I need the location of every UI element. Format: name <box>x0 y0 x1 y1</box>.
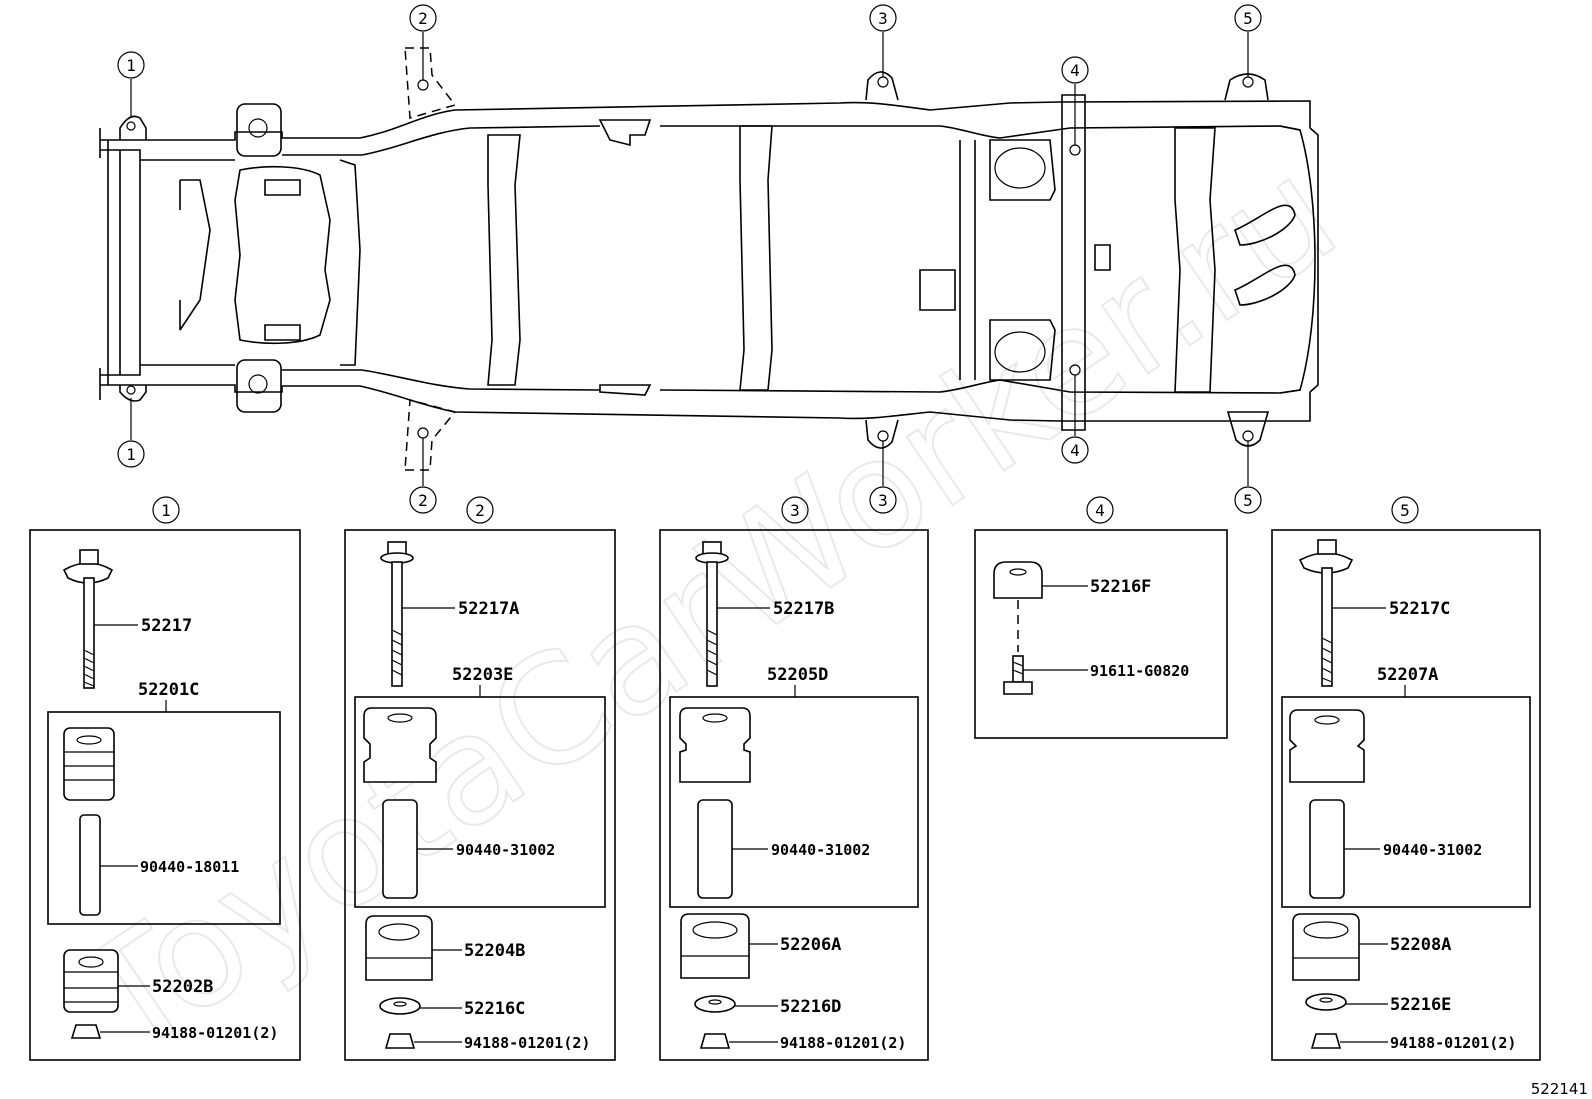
group-5-panel: 5 52217C 52207A 90440-31002 52208A 52216… <box>1271 496 1541 1061</box>
callout-circle <box>117 51 145 79</box>
group-5-upper-cushion <box>1289 709 1365 783</box>
reference-code: 522141 <box>1531 1080 1588 1098</box>
group-3-lower-label: 52206A <box>780 935 841 955</box>
group-3-nut <box>699 1033 731 1049</box>
group-3-set-box <box>669 696 919 908</box>
group-2-header: 2 <box>475 501 485 520</box>
group-1-header: 1 <box>161 501 171 520</box>
group-2-lower-label: 52204B <box>464 941 525 961</box>
group-4-box <box>974 529 1228 739</box>
callout-4-bottom: 4 <box>1070 441 1080 460</box>
group-5-lower-label: 52208A <box>1390 935 1451 955</box>
callout-5-top: 5 <box>1243 9 1253 28</box>
group-2-upper-cushion <box>363 707 437 783</box>
group-3-nut-label: 94188-01201(2) <box>780 1034 906 1052</box>
group-3-washer-label: 52216D <box>780 997 841 1017</box>
group-5-box <box>1271 529 1541 1061</box>
group-3-upper-cushion <box>679 707 751 783</box>
callout-3-top: 3 <box>878 9 888 28</box>
callout-5-bottom: 5 <box>1243 491 1253 510</box>
group-5-set-label: 52207A <box>1377 665 1438 685</box>
group-3-box <box>659 529 929 1061</box>
group-1-lower-label: 52202B <box>152 977 213 997</box>
group-2-nut-label: 94188-01201(2) <box>464 1034 590 1052</box>
group-2-set-box <box>354 696 606 908</box>
group-3-header: 3 <box>790 501 800 520</box>
group-1-set-box <box>47 711 281 925</box>
group-3-collar <box>697 799 733 899</box>
callout-2-top: 2 <box>418 9 428 28</box>
group-3-lower-cushion <box>680 913 750 979</box>
vehicle-frame <box>99 47 1319 471</box>
group-4-bolt <box>1012 655 1024 683</box>
group-5-washer-label: 52216E <box>1390 995 1451 1015</box>
group-5-nut <box>1310 1033 1342 1049</box>
group-5-nut-label: 94188-01201(2) <box>1390 1034 1516 1052</box>
group-3-panel: 3 52217B 52205D 90440-31002 52206A 52216… <box>659 496 929 1061</box>
group-2-bolt-label: 52217A <box>458 599 519 619</box>
group-1-upper-cushion <box>63 727 115 801</box>
group-1-collar <box>79 814 101 916</box>
group-1-nut-label: 94188-01201(2) <box>152 1024 278 1042</box>
group-3-bolt-label: 52217B <box>773 599 834 619</box>
group-2-box <box>344 529 616 1061</box>
callout-3-bottom: 3 <box>878 491 888 510</box>
group-1-bolt-label: 52217 <box>141 616 192 636</box>
group-2-panel: 2 52217A 52203E 90440-31002 52204B 52216… <box>344 496 616 1061</box>
group-5-set-box <box>1281 696 1531 908</box>
callout-1-bottom: 1 <box>126 445 136 464</box>
group-5-collar <box>1309 799 1345 899</box>
group-2-nut <box>384 1033 416 1049</box>
group-2-lower-cushion <box>365 915 433 981</box>
callout-2-bottom: 2 <box>418 491 428 510</box>
group-4-cushion-label: 52216F <box>1090 577 1151 597</box>
group-2-collar-label: 90440-31002 <box>456 841 555 859</box>
frame-callouts: 1 1 2 2 3 3 4 4 5 5 <box>117 4 1262 514</box>
group-2-set-label: 52203E <box>452 665 513 685</box>
group-1-collar-label: 90440-18011 <box>140 858 239 876</box>
frame-rail-upper <box>100 100 1311 141</box>
group-5-header: 5 <box>1400 501 1410 520</box>
group-5-lower-cushion <box>1292 913 1360 981</box>
group-4-panel: 4 52216F 91611-G0820 <box>974 496 1228 739</box>
group-1-panel: 1 52217 52201C 90440-18011 52202B 94188-… <box>29 496 301 1061</box>
group-4-cushion <box>993 561 1043 599</box>
group-4-header: 4 <box>1095 501 1105 520</box>
group-1-box <box>29 529 301 1061</box>
group-1-set-label: 52201C <box>138 680 199 700</box>
group-1-nut <box>70 1024 102 1039</box>
group-3-collar-label: 90440-31002 <box>771 841 870 859</box>
callout-4-top: 4 <box>1070 61 1080 80</box>
group-2-collar <box>382 799 418 899</box>
group-5-collar-label: 90440-31002 <box>1383 841 1482 859</box>
group-5-bolt-label: 52217C <box>1389 599 1450 619</box>
group-2-washer-label: 52216C <box>464 999 525 1019</box>
group-4-bolt-label: 91611-G0820 <box>1090 662 1189 680</box>
group-1-lower-cushion <box>63 949 119 1013</box>
callout-1-top: 1 <box>126 56 136 75</box>
group-3-set-label: 52205D <box>767 665 828 685</box>
